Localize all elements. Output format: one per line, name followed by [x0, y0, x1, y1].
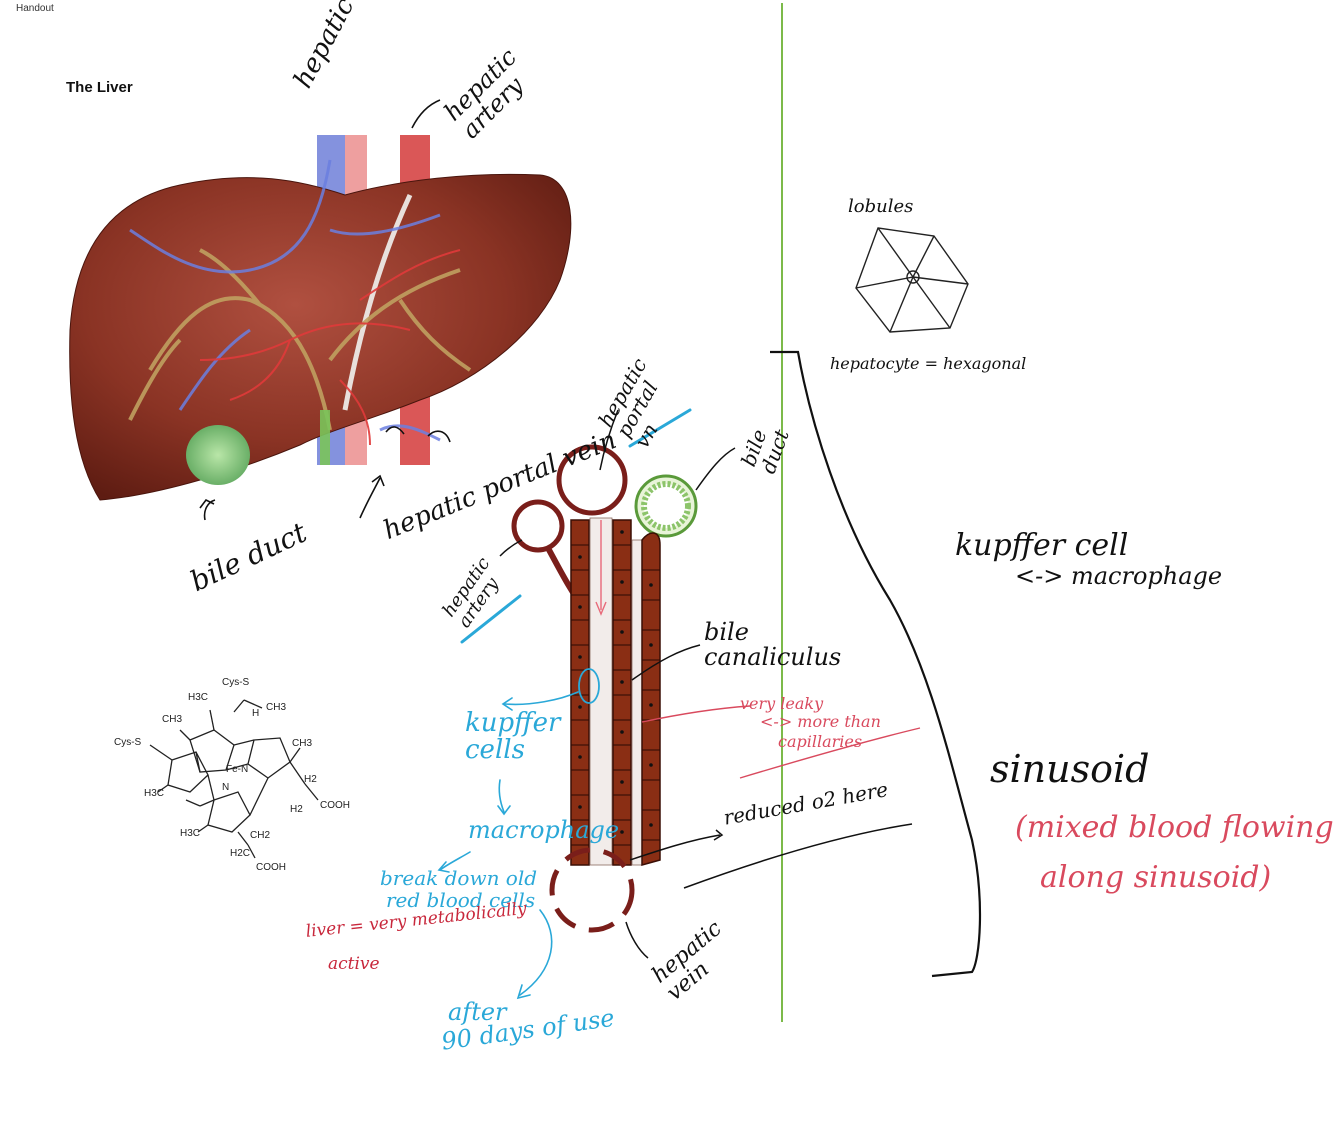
note-sinusoid-desc-1: (mixed blood flowing: [1015, 812, 1334, 844]
mid-cell-column: [613, 520, 631, 865]
pointer-reduced-o2-line2: [684, 824, 912, 888]
pointer-hepatic-artery: [412, 100, 440, 128]
heme-label: N: [222, 782, 229, 793]
pointer-bile-duct: [696, 448, 735, 490]
heme-label: H: [252, 708, 259, 719]
note-macrophage: <-> macrophage: [1015, 564, 1222, 589]
note-liver-active-2: active: [328, 956, 380, 974]
pointer-hepatic-vein: [626, 922, 648, 958]
heme-label: H2C: [230, 848, 250, 859]
pointer-artery: [500, 540, 522, 556]
right-cell-column: [642, 533, 660, 865]
pyrrole-ring-b: [248, 738, 290, 778]
label-bile-canaliculus: bile canaliculus: [704, 620, 824, 670]
heme-label: H3C: [180, 828, 200, 839]
heme-label: CH2: [250, 830, 270, 841]
heme-label: H2: [304, 774, 317, 785]
pointer-portal-vein: [360, 478, 380, 518]
blue-arrow-kupffer: [505, 692, 578, 704]
heme-label: COOH: [320, 800, 350, 811]
note-very-leaky-1: very leaky: [740, 696, 823, 713]
heme-label: Cys-S: [222, 677, 249, 688]
liver-illustration: [70, 135, 571, 500]
sinusoid-detail: [514, 447, 696, 930]
note-lobules: lobules: [848, 198, 913, 217]
note-kupffer-cell: kupffer cell: [955, 530, 1128, 562]
heme-label: CH3: [266, 702, 286, 713]
gallbladder: [186, 425, 250, 485]
heme-label: H2: [290, 804, 303, 815]
heme-label: H3C: [188, 692, 208, 703]
note-macrophage-blue: macrophage: [468, 818, 619, 843]
heme-label: CH3: [292, 738, 312, 749]
heme-label: COOH: [256, 862, 286, 873]
note-kupffer-cells-blue: kupffer cells: [465, 710, 555, 765]
note-break-down-1: break down old: [380, 868, 537, 889]
lobule-hexagon: [856, 228, 968, 332]
note-hepatocyte: hepatocyte = hexagonal: [830, 356, 1026, 373]
artery-bulb: [514, 502, 562, 550]
note-very-leaky-2: <-> more than: [760, 714, 881, 731]
heme-label: CH3: [162, 714, 182, 725]
heme-label: H3C: [144, 788, 164, 799]
heme-label: Cys-S: [114, 737, 141, 748]
note-sinusoid-desc-2: along sinusoid): [1040, 862, 1271, 894]
heme-label: Fe-N: [226, 764, 248, 775]
pyrrole-ring-d: [208, 792, 250, 832]
note-sinusoid: sinusoid: [990, 750, 1149, 790]
note-very-leaky-3: capillaries: [778, 734, 862, 751]
